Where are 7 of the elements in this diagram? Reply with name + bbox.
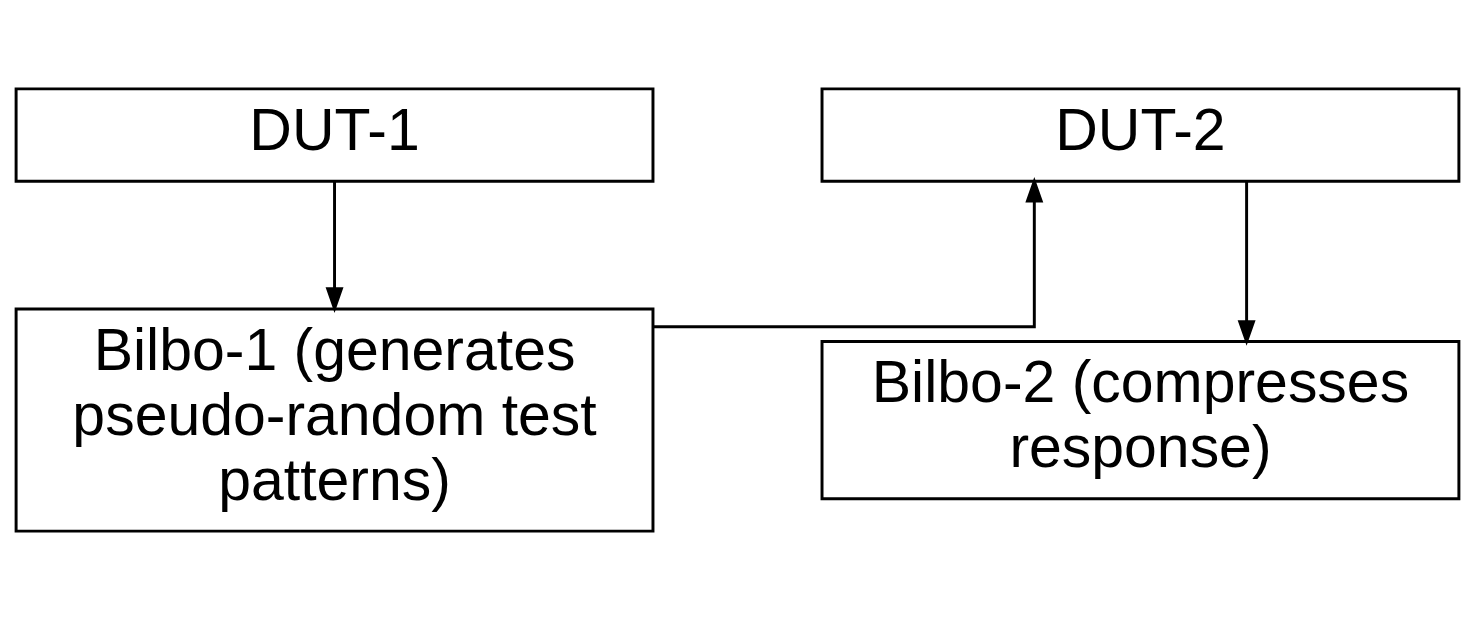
node-box: Bilbo-2 (compresses response)	[820, 339, 1461, 500]
node-box: Bilbo-1 (generates pseudo-random test patterns)	[14, 307, 655, 533]
arrow	[1237, 181, 1256, 346]
node-box: DUT-1	[14, 86, 655, 183]
node-box: DUT-2	[820, 86, 1461, 183]
arrow	[325, 181, 344, 313]
arrow	[653, 176, 1044, 328]
